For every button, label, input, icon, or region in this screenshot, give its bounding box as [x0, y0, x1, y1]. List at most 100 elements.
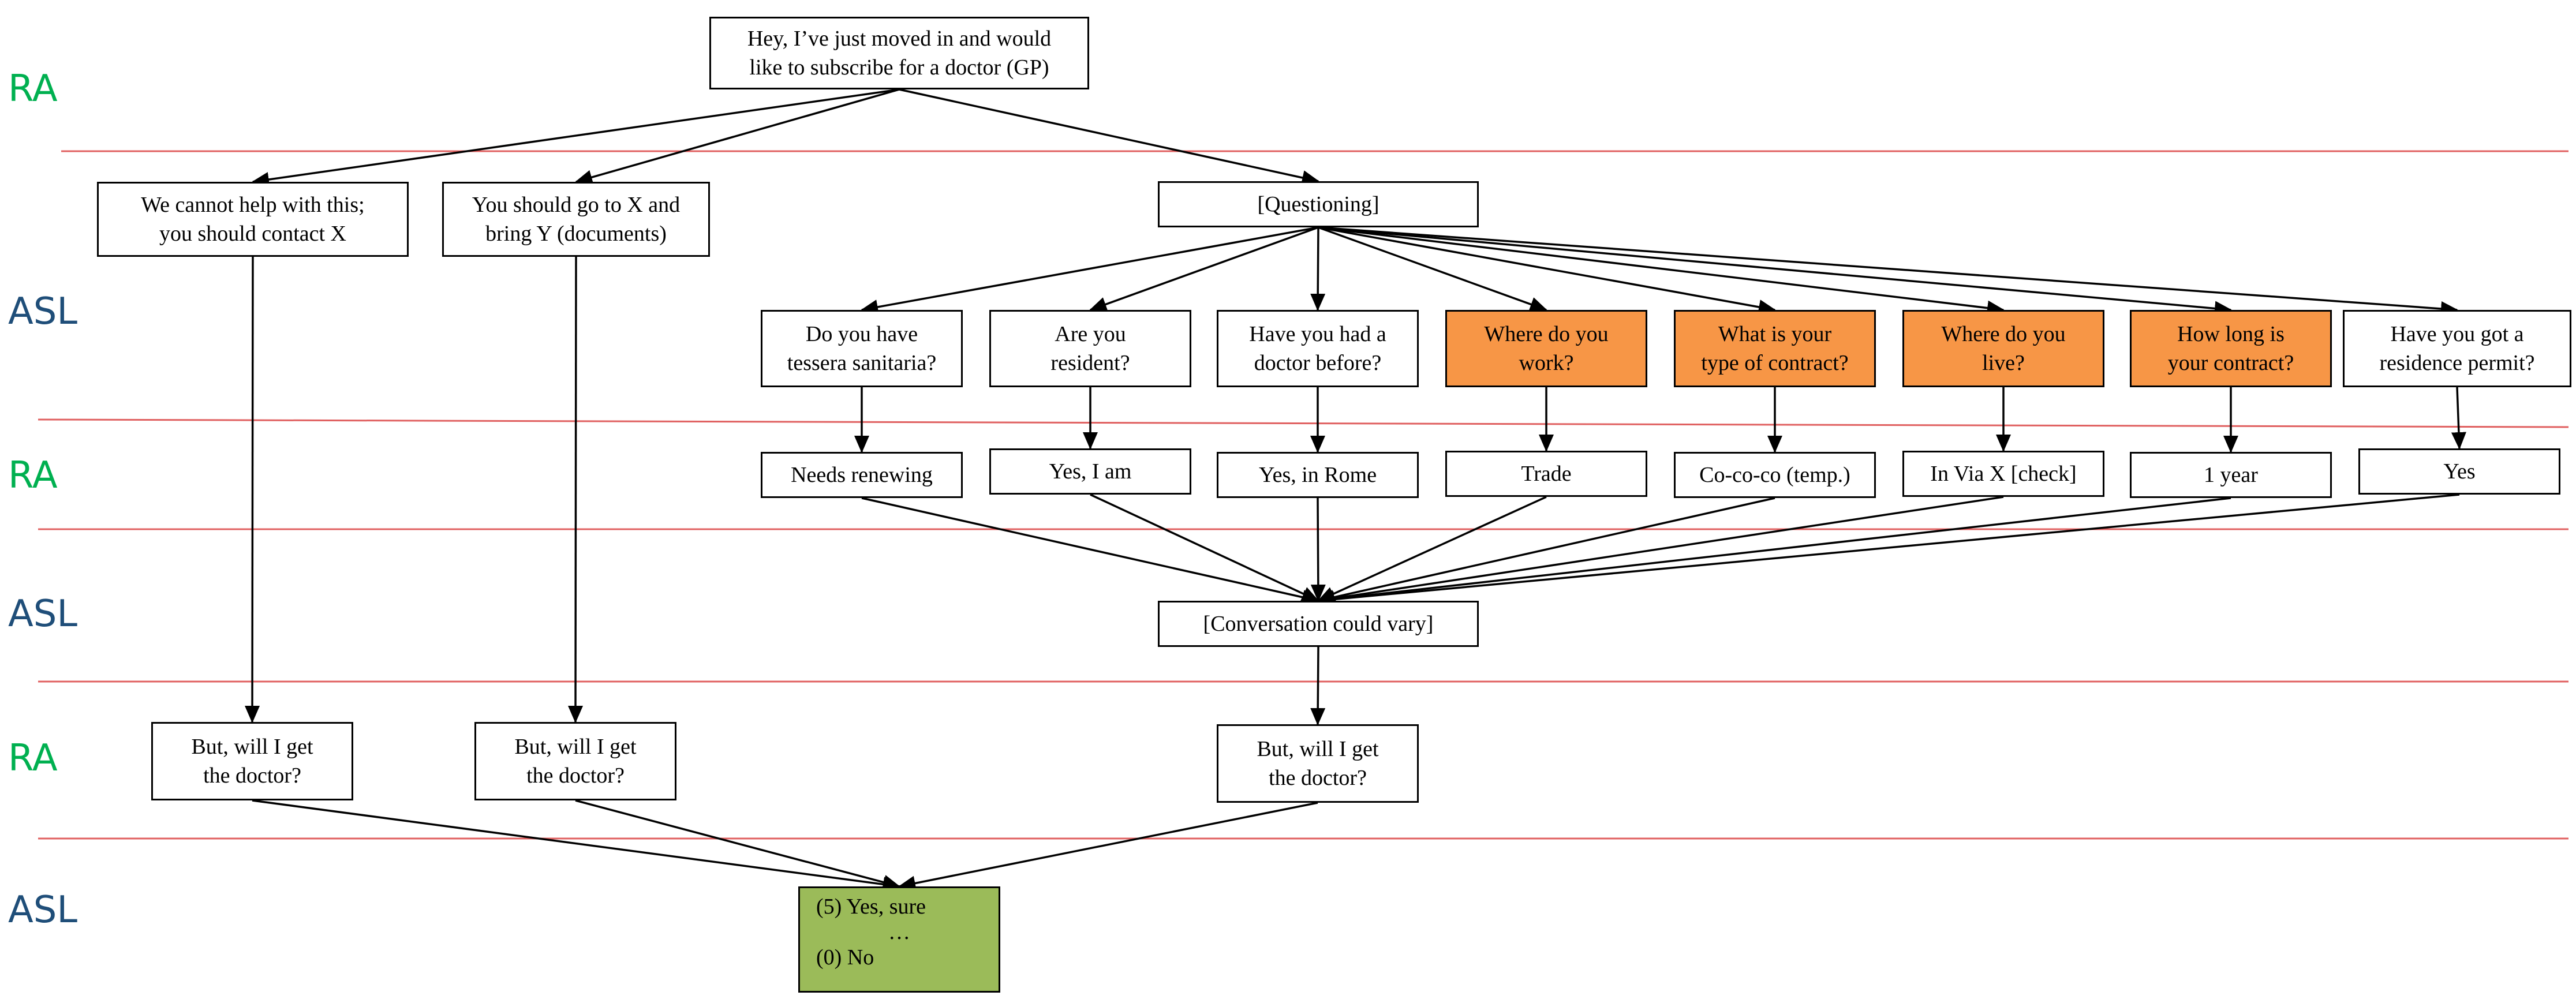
question-work-node: Where do you work? [1445, 310, 1647, 387]
node-text: What is your [1718, 322, 1832, 346]
connector-arrow [861, 226, 1319, 315]
node-text: Yes [2443, 459, 2476, 484]
lane-label-asl: ASL [8, 593, 78, 635]
node-text: How long is [2177, 322, 2285, 346]
node-text: Have you had a [1249, 322, 1386, 346]
node-text: you should contact X [159, 222, 346, 246]
answer-renewing-node: Needs renewing [761, 452, 963, 498]
ask-doctor-node: But, will I get the doctor? [1217, 724, 1419, 803]
question-doctor-before-node: Have you had a doctor before? [1217, 310, 1419, 387]
connector-arrow [575, 799, 900, 890]
outcome-rating-node: (5) Yes, sure … (0) No [798, 886, 1000, 993]
opening-request-node: Hey, I’ve just moved in and would like t… [709, 17, 1089, 89]
lane-dividers [38, 150, 2569, 840]
node-text: Trade [1521, 462, 1572, 486]
node-text: Co-co-co (temp.) [1699, 463, 1850, 487]
answer-rome-node: Yes, in Rome [1217, 452, 1419, 498]
node-text: work? [1519, 351, 1574, 375]
question-contract-length-node: How long is your contract? [2130, 310, 2332, 387]
node-text: the doctor? [203, 764, 301, 788]
node-text: Hey, I’ve just moved in and would [747, 27, 1052, 51]
question-live-node: Where do you live? [1902, 310, 2104, 387]
ask-doctor-node: But, will I get the doctor? [474, 722, 676, 800]
node-text: tessera sanitaria? [787, 351, 937, 375]
node-text: the doctor? [526, 764, 625, 788]
connector-arrow [1317, 493, 2460, 607]
node-text: (5) Yes, sure [816, 895, 926, 919]
lane-label-ra: RA [8, 68, 58, 110]
answer-one-year-node: 1 year [2130, 452, 2332, 498]
cannot-help-node: We cannot help with this; you should con… [97, 182, 409, 257]
connector-arrow [568, 256, 584, 723]
question-resident-node: Are you resident? [989, 310, 1191, 387]
node-text: 1 year [2204, 463, 2258, 487]
node-text: (0) No [816, 945, 874, 970]
node-text: resident? [1050, 351, 1130, 375]
node-text: the doctor? [1269, 766, 1367, 790]
node-text: Where do you [1484, 322, 1609, 346]
answer-cococo-node: Co-co-co (temp.) [1674, 452, 1876, 498]
lane-label-asl: ASL [8, 290, 78, 333]
answer-yes-i-am-node: Yes, I am [989, 448, 1191, 495]
connector-arrow [1317, 496, 1547, 602]
connector-arrow [1089, 226, 1319, 312]
node-text: But, will I get [191, 735, 313, 759]
node-text: Where do you [1941, 322, 2066, 346]
answer-yes-node: Yes [2358, 448, 2560, 495]
node-text: Do you have [805, 322, 918, 346]
node-text: Needs renewing [791, 463, 933, 487]
question-tessera-node: Do you have tessera sanitaria? [761, 310, 963, 387]
node-text: Have you got a [2390, 322, 2524, 346]
node-text: type of contract? [1701, 351, 1849, 375]
ask-doctor-node: But, will I get the doctor? [151, 722, 353, 800]
connector-arrow [252, 88, 900, 187]
question-contract-type-node: What is your type of contract? [1674, 310, 1876, 387]
connector-arrow [1318, 226, 1776, 315]
node-text: But, will I get [1257, 737, 1379, 761]
connector-arrow [1317, 497, 2231, 607]
connector-arrow [252, 799, 900, 892]
lane-divider [38, 418, 2569, 428]
lane-label-ra: RA [8, 454, 58, 497]
node-text: But, will I get [514, 735, 637, 759]
answer-via-x-node: In Via X [check] [1902, 451, 2104, 497]
node-text: You should go to X and [472, 193, 681, 217]
connector-arrow [899, 88, 1319, 185]
connector-arrow [1317, 497, 1775, 605]
lane-label-asl: ASL [8, 889, 78, 931]
go-to-x-node: You should go to X and bring Y (document… [442, 182, 710, 257]
connector-arrow [1318, 226, 1547, 312]
conversation-varies-node: [Conversation could vary] [1158, 601, 1479, 647]
questioning-node: [Questioning] [1158, 181, 1479, 227]
node-text: In Via X [check] [1930, 462, 2077, 486]
node-text: residence permit? [2379, 351, 2535, 375]
node-text: doctor before? [1254, 351, 1382, 375]
node-text: your contract? [2167, 351, 2294, 375]
connector-arrow [245, 256, 260, 723]
node-text: … [888, 920, 910, 944]
connector-arrow [575, 88, 900, 185]
connector-arrow [1318, 226, 2005, 316]
connector-arrow [1090, 493, 1319, 602]
question-permit-node: Have you got a residence permit? [2343, 310, 2571, 387]
node-text: Yes, in Rome [1258, 463, 1377, 487]
connector-arrow [861, 497, 1319, 605]
connector-arrow [1318, 226, 2232, 316]
connector-arrows [245, 88, 2466, 892]
lane-label-ra: RA [8, 737, 58, 780]
node-text: like to subscribe for a doctor (GP) [749, 55, 1049, 80]
node-text: [Questioning] [1257, 192, 1379, 216]
answer-trade-node: Trade [1445, 451, 1647, 497]
node-text: Are you [1055, 322, 1126, 346]
node-text: live? [1982, 351, 2025, 375]
node-text: Yes, I am [1049, 459, 1132, 484]
connector-arrow [1318, 226, 2458, 316]
connector-arrow [898, 802, 1318, 891]
connector-arrow [1317, 496, 2004, 606]
node-text: bring Y (documents) [485, 222, 667, 246]
node-text: [Conversation could vary] [1203, 612, 1434, 636]
connector-arrow [2451, 387, 2466, 450]
node-text: We cannot help with this; [141, 193, 365, 217]
